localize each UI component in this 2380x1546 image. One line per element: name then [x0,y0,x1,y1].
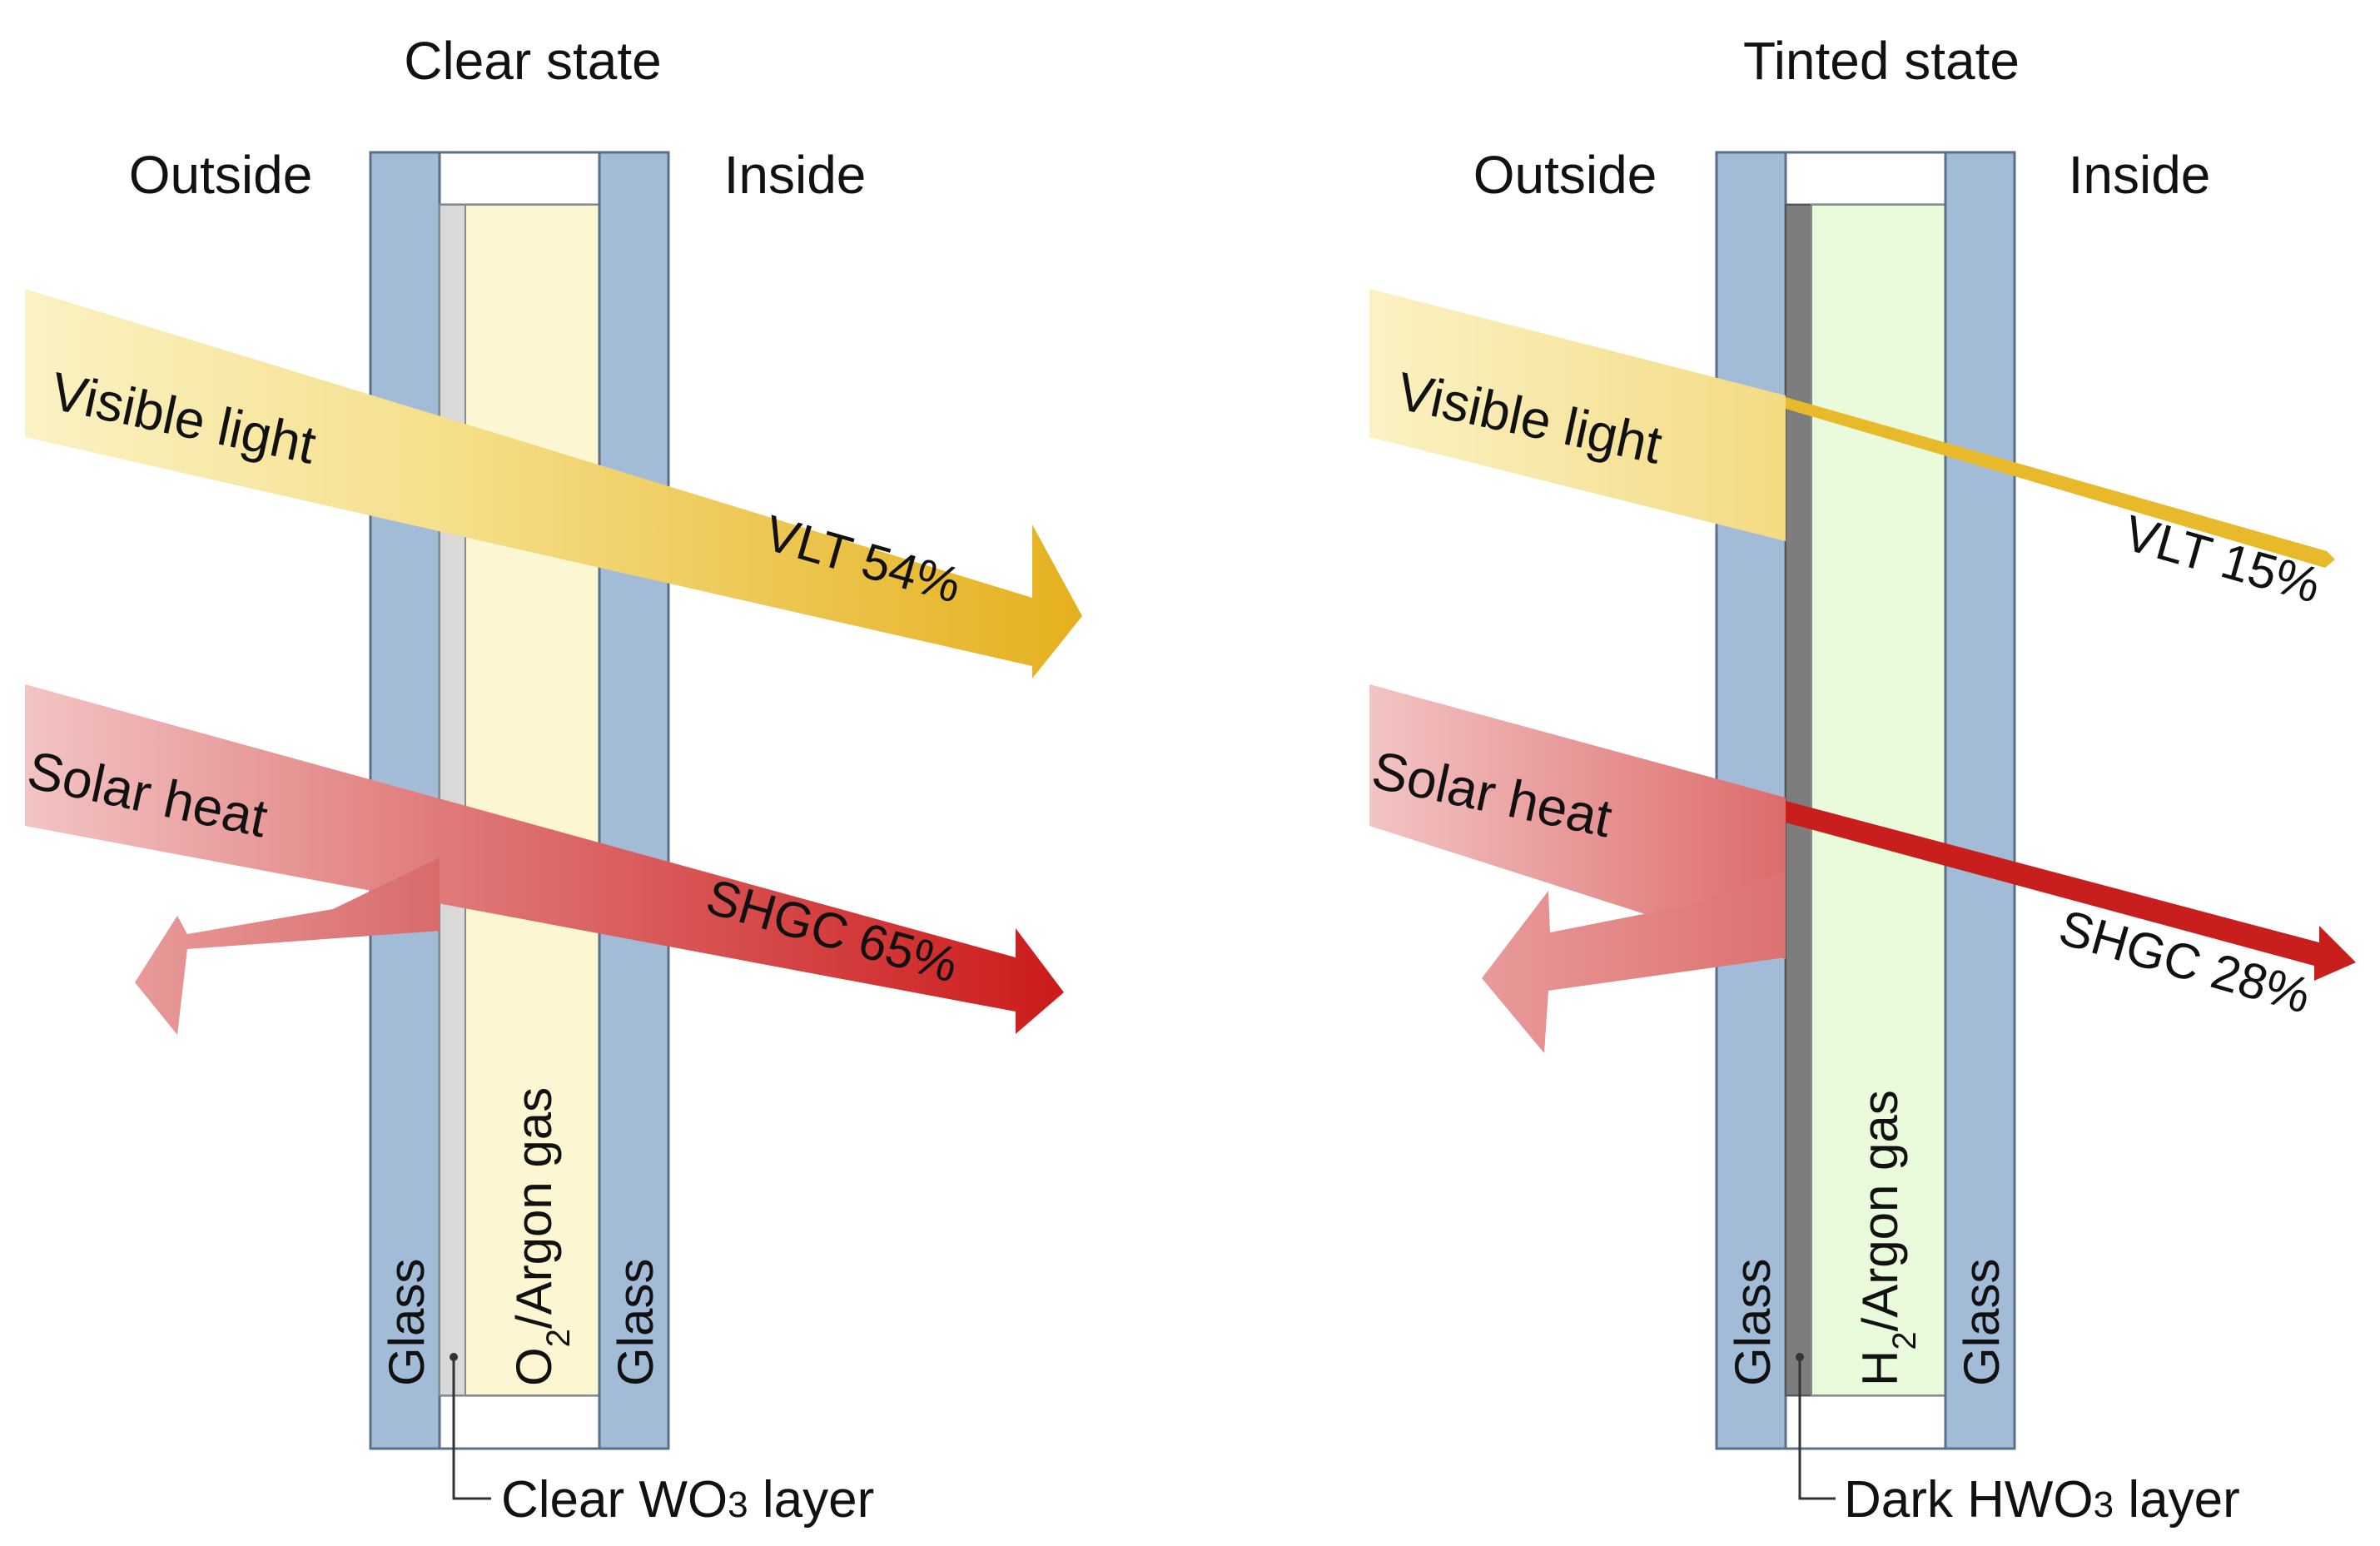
vlt-label: VLT 15% [2118,505,2326,614]
layer-label: Clear WO3 layer [501,1471,874,1529]
outer-glass-label: Glass [379,1259,435,1386]
callout-leader [452,1357,491,1500]
inner-glass-label: Glass [608,1259,663,1386]
visible-light-arrow [1369,289,1786,541]
solar-heat-arrow [25,684,1064,1034]
callout-leader [1798,1357,1836,1500]
inside-label: Inside [724,145,867,205]
panel-clear-state: Clear state Outside Inside Visible light… [22,31,1082,1529]
bottom-spacer [438,1394,601,1450]
outer-glass-label: Glass [1725,1259,1781,1386]
top-spacer [438,151,601,206]
visible-light-arrow [25,289,1082,679]
bottom-spacer [1784,1394,1947,1450]
gas-label: H2/Argon gas [1852,1090,1923,1386]
dark-hwo3-layer [1785,204,1812,1396]
panel-title: Clear state [404,31,661,91]
reflected-heat-arrow [1482,870,1786,1053]
panel-title: Tinted state [1743,31,2020,91]
inner-glass-pane [598,151,670,1450]
inner-glass-pane [1944,151,2016,1450]
gas-gap [465,204,600,1396]
outside-label: Outside [129,145,313,205]
reflected-heat-arrow [135,858,440,1035]
gas-label: O2/Argon gas [506,1087,577,1386]
outside-label: Outside [1473,145,1657,205]
top-spacer [1784,151,1947,206]
inner-glass-label: Glass [1954,1259,2010,1386]
solar-heat-transmitted-arrow [1786,801,2356,981]
panel-tinted-state: Tinted state Outside Inside Visible ligh… [1367,31,2356,1529]
visible-light-transmitted-arrow [1786,397,2335,568]
layer-label: Dark HWO3 layer [1844,1471,2240,1529]
solar-heat-arrow [1369,684,1786,959]
inside-label: Inside [2069,145,2211,205]
gas-gap [1811,204,1946,1396]
